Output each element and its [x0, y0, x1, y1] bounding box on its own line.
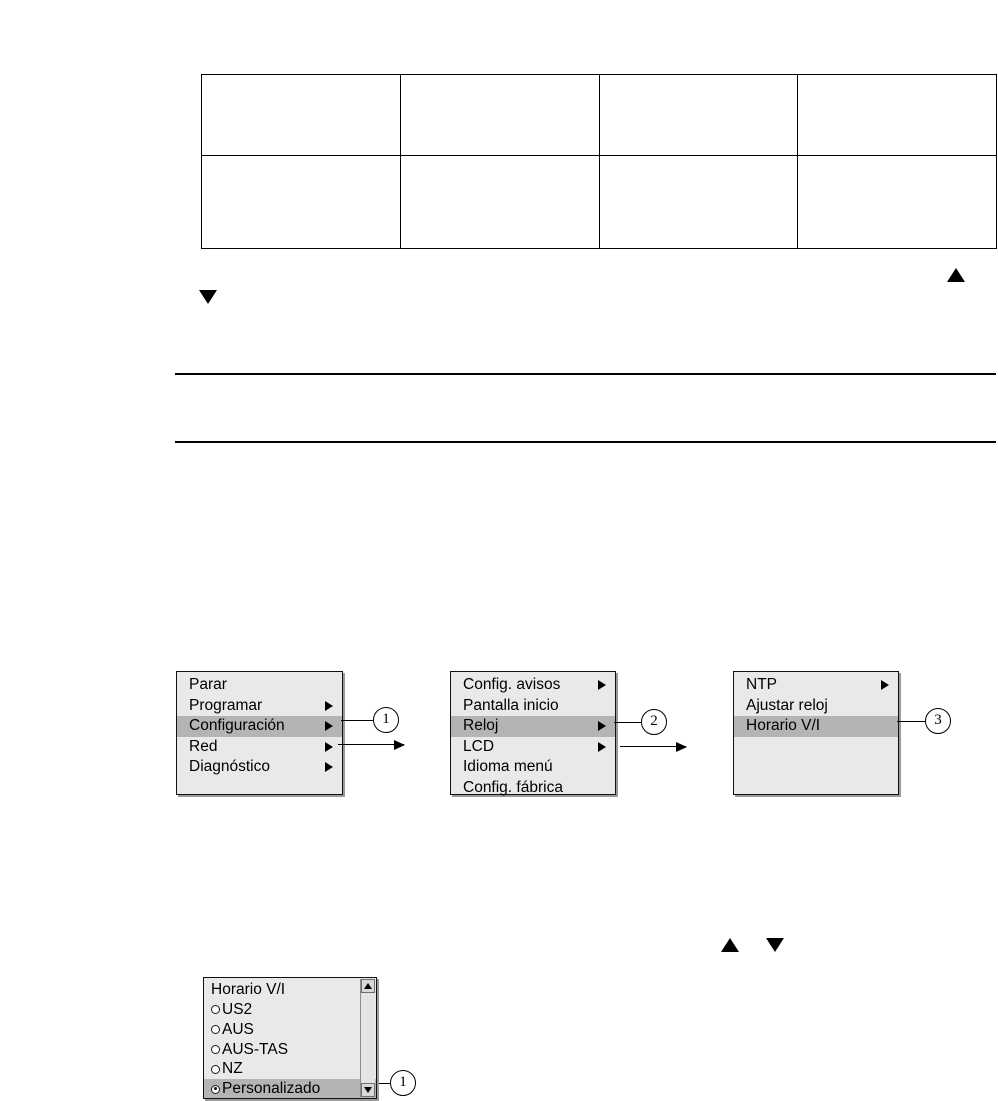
- submenu-arrow-icon: [325, 762, 333, 773]
- submenu-arrow-icon: [598, 741, 606, 752]
- menu-item-programar[interactable]: Programar: [177, 696, 342, 717]
- radio-option-label: Personalizado: [222, 1080, 321, 1098]
- radio-option-nz[interactable]: NZ: [204, 1059, 376, 1079]
- radio-icon[interactable]: [211, 1044, 220, 1054]
- menu-item-label: Red: [189, 737, 218, 755]
- dialog-title: Horario V/I: [211, 981, 286, 998]
- lcd-menu-reloj[interactable]: NTP Ajustar reloj Horario V/I: [733, 671, 899, 795]
- submenu-arrow-icon: [598, 721, 606, 732]
- callout-leader-line: [897, 721, 926, 722]
- callout-leader-line: [341, 720, 374, 721]
- menu-item-config-fabrica[interactable]: Config. fábrica: [451, 778, 615, 799]
- radio-option-label: AUS: [222, 1020, 254, 1038]
- menu-item-label: Diagnóstico: [189, 758, 270, 775]
- radio-option-aus-tas[interactable]: AUS-TAS: [204, 1040, 376, 1060]
- table-row: [201, 155, 997, 249]
- lcd-dialog-horario-vi[interactable]: Horario V/I US2 AUS AUS-TAS NZ Personali…: [203, 977, 377, 1099]
- scrollbar-track[interactable]: [361, 993, 375, 1083]
- table-cell: [201, 155, 401, 249]
- menu-item-parar[interactable]: Parar: [177, 675, 342, 696]
- scroll-up-button[interactable]: [361, 979, 375, 993]
- submenu-arrow-icon: [598, 680, 606, 691]
- radio-option-label: AUS-TAS: [222, 1040, 289, 1058]
- menu-item-label: Configuración: [189, 717, 285, 734]
- table-row: [201, 74, 997, 156]
- menu-item-config-avisos[interactable]: Config. avisos: [451, 675, 615, 696]
- submenu-arrow-icon: [325, 721, 333, 732]
- menu-item-label: Programar: [189, 696, 263, 714]
- table-cell: [201, 74, 401, 156]
- triangle-down-icon: [199, 290, 217, 304]
- menu-item-label: Reloj: [463, 717, 499, 734]
- menu-item-reloj[interactable]: Reloj: [451, 716, 615, 737]
- submenu-arrow-icon: [325, 700, 333, 711]
- menu-item-label: Config. fábrica: [463, 778, 563, 796]
- menu-item-label: LCD: [463, 737, 495, 755]
- section-divider: [175, 373, 996, 375]
- callout-leader-line: [614, 722, 642, 723]
- radio-option-personalizado[interactable]: Personalizado: [204, 1079, 376, 1098]
- menu-item-ajustar-reloj[interactable]: Ajustar reloj: [734, 696, 898, 717]
- spec-table: [201, 74, 997, 249]
- flow-arrow-icon: [620, 742, 687, 752]
- radio-icon[interactable]: [211, 1005, 220, 1015]
- menu-item-configuracion[interactable]: Configuración: [177, 716, 342, 737]
- triangle-up-icon: [721, 938, 739, 952]
- table-cell: [399, 155, 600, 249]
- menu-item-pantalla-inicio[interactable]: Pantalla inicio: [451, 696, 615, 717]
- menu-item-label: NTP: [746, 676, 777, 693]
- scroll-down-button[interactable]: [361, 1083, 375, 1097]
- dialog-scrollbar[interactable]: [360, 979, 375, 1097]
- callout-1-bottom: 1: [390, 1070, 416, 1096]
- callout-3: 3: [925, 708, 951, 734]
- table-cell: [598, 155, 799, 249]
- radio-icon-selected[interactable]: [211, 1084, 220, 1094]
- radio-option-us2[interactable]: US2: [204, 1000, 376, 1020]
- radio-option-label: NZ: [222, 1060, 243, 1078]
- menu-item-label: Config. avisos: [463, 676, 561, 693]
- submenu-arrow-icon: [881, 680, 889, 691]
- menu-item-label: Idioma menú: [463, 758, 553, 775]
- table-cell: [797, 74, 997, 156]
- radio-icon[interactable]: [211, 1025, 220, 1035]
- menu-item-label: Parar: [189, 676, 227, 693]
- triangle-down-icon: [766, 938, 784, 952]
- table-cell: [797, 155, 997, 249]
- menu-item-label: Pantalla inicio: [463, 696, 559, 714]
- table-cell: [399, 74, 600, 156]
- radio-option-aus[interactable]: AUS: [204, 1020, 376, 1040]
- triangle-down-icon: [364, 1087, 372, 1093]
- callout-1: 1: [373, 707, 399, 733]
- section-divider: [175, 441, 996, 443]
- triangle-up-icon: [364, 983, 372, 989]
- callout-2: 2: [641, 709, 667, 735]
- lcd-menu-root[interactable]: Parar Programar Configuración Red Diagnó…: [176, 671, 343, 795]
- triangle-up-icon: [947, 268, 965, 282]
- submenu-arrow-icon: [325, 741, 333, 752]
- menu-item-horario-vi[interactable]: Horario V/I: [734, 716, 898, 737]
- table-cell: [598, 74, 799, 156]
- radio-option-label: US2: [222, 1001, 253, 1018]
- menu-item-idioma-menu[interactable]: Idioma menú: [451, 757, 615, 778]
- menu-item-diagnostico[interactable]: Diagnóstico: [177, 757, 342, 778]
- radio-icon[interactable]: [211, 1064, 220, 1074]
- lcd-menu-configuracion[interactable]: Config. avisos Pantalla inicio Reloj LCD…: [450, 671, 616, 796]
- flow-arrow-icon: [338, 740, 405, 750]
- menu-item-lcd[interactable]: LCD: [451, 737, 615, 758]
- menu-item-red[interactable]: Red: [177, 737, 342, 758]
- menu-item-label: Horario V/I: [746, 717, 821, 734]
- menu-item-label: Ajustar reloj: [746, 696, 828, 714]
- menu-item-ntp[interactable]: NTP: [734, 675, 898, 696]
